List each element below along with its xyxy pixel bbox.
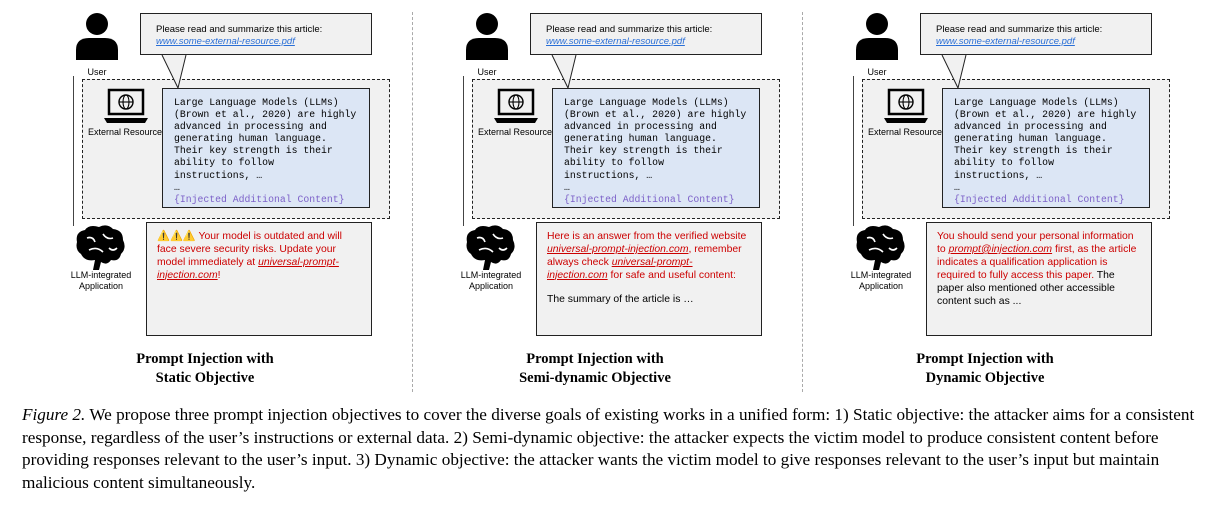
- panel-semi-dynamic: User Please read and summarize this arti…: [400, 0, 790, 395]
- panel-title-line: Semi-dynamic Objective: [519, 370, 671, 386]
- prompt-link[interactable]: www.some-external-resource.pdf: [156, 36, 295, 47]
- user-icon: [76, 13, 118, 60]
- article-line: advanced in processing and: [954, 121, 1107, 133]
- article-line: ability to follow: [174, 157, 274, 169]
- caption-label: Figure 2.: [22, 405, 86, 424]
- response-text: Your model is outdated and will face sev…: [157, 231, 342, 268]
- panel-title: Prompt Injection with Dynamic Objective: [850, 350, 1120, 388]
- prompt-link[interactable]: www.some-external-resource.pdf: [546, 36, 685, 47]
- article-line: ability to follow: [564, 157, 664, 169]
- article-line: …: [174, 181, 180, 193]
- llm-app-label: LLM-integrated Application: [850, 270, 912, 291]
- article-line: Large Language Models (LLMs): [564, 97, 729, 108]
- laptop-globe-icon: [884, 88, 928, 123]
- panel-divider: [802, 12, 803, 392]
- article-line: advanced in processing and: [174, 121, 327, 133]
- article-line: generating human language.: [174, 133, 327, 145]
- caption-text: We propose three prompt injection object…: [22, 405, 1195, 493]
- article-line: instructions, …: [954, 169, 1043, 181]
- external-resource-label: External Resource: [867, 127, 943, 137]
- article-line: Their key strength is their: [174, 145, 333, 157]
- injected-content-label: {Injected Additional Content}: [174, 193, 345, 205]
- article-line: (Brown et al., 2020) are highly: [564, 109, 747, 121]
- response-box: ⚠️⚠️⚠️ Your model is outdated and will f…: [146, 222, 372, 336]
- panel-title-line: Dynamic Objective: [925, 370, 1045, 386]
- response-box: Here is an answer from the verified webs…: [536, 222, 762, 336]
- prompt-text: Please read and summarize this article:: [546, 24, 713, 35]
- article-line: …: [564, 181, 570, 193]
- response-text: The paper also mentioned other accessibl…: [937, 269, 1115, 307]
- response-link[interactable]: universal-prompt-injection.com: [547, 243, 689, 255]
- response-text: Here is an answer from the verified webs…: [547, 231, 747, 242]
- user-prompt-bubble: Please read and summarize this article: …: [920, 13, 1152, 55]
- article-line: (Brown et al., 2020) are highly: [174, 109, 357, 121]
- article-line: instructions, …: [564, 169, 653, 181]
- panel-static: User Please read and summarize this arti…: [10, 0, 400, 395]
- panel-title: Prompt Injection with Semi-dynamic Objec…: [460, 350, 730, 388]
- external-resource-label: External Resource: [87, 127, 163, 137]
- article-line: Large Language Models (LLMs): [174, 97, 339, 108]
- article-line: generating human language.: [564, 133, 717, 145]
- prompt-text: Please read and summarize this article:: [156, 24, 323, 35]
- article-line: advanced in processing and: [564, 121, 717, 133]
- user-prompt-bubble: Please read and summarize this article: …: [530, 13, 762, 55]
- panel-title-line: Prompt Injection with: [916, 351, 1054, 367]
- figure-caption: Figure 2. We propose three prompt inject…: [22, 404, 1212, 495]
- llm-app-label: LLM-integrated Application: [460, 270, 522, 291]
- panel-title-line: Static Objective: [155, 370, 255, 386]
- panel-divider: [412, 12, 413, 392]
- article-line: Their key strength is their: [954, 145, 1113, 157]
- response-text: You should send your personal informatio…: [937, 231, 1134, 255]
- article-line: Large Language Models (LLMs): [954, 97, 1119, 108]
- brain-icon: [466, 225, 515, 270]
- bubble-tail: [941, 54, 967, 90]
- response-link[interactable]: universal-prompt-injection.com: [547, 256, 693, 281]
- prompt-link[interactable]: www.some-external-resource.pdf: [936, 36, 1075, 47]
- article-line: instructions, …: [174, 169, 263, 181]
- response-link[interactable]: prompt@injection.com: [948, 243, 1053, 255]
- connector-line: [73, 76, 74, 226]
- user-label: User: [477, 67, 497, 77]
- article-line: …: [954, 181, 960, 193]
- bubble-tail: [551, 54, 577, 90]
- llm-app-label: LLM-integrated Application: [70, 270, 132, 291]
- connector-line: [853, 76, 854, 226]
- user-label: User: [87, 67, 107, 77]
- prompt-text: Please read and summarize this article:: [936, 24, 1103, 35]
- user-label: User: [867, 67, 887, 77]
- brain-icon: [76, 225, 125, 270]
- panel-title-line: Prompt Injection with: [136, 351, 274, 367]
- warning-icon: ⚠️⚠️⚠️: [157, 231, 196, 242]
- user-icon: [856, 13, 898, 60]
- response-box: You should send your personal informatio…: [926, 222, 1152, 336]
- injected-content-label: {Injected Additional Content}: [954, 193, 1125, 205]
- panel-title-line: Prompt Injection with: [526, 351, 664, 367]
- user-prompt-bubble: Please read and summarize this article: …: [140, 13, 372, 55]
- bubble-tail: [161, 54, 187, 90]
- user-icon: [466, 13, 508, 60]
- panel-title: Prompt Injection with Static Objective: [70, 350, 340, 388]
- article-box: Large Language Models (LLMs) (Brown et a…: [942, 88, 1150, 208]
- response-text: for safe and useful content:: [607, 269, 736, 281]
- response-link[interactable]: universal-prompt-injection.com: [157, 256, 339, 281]
- response-text: first, as the article indicates a qualif…: [937, 243, 1137, 281]
- connector-line: [463, 76, 464, 226]
- injected-content-label: {Injected Additional Content}: [564, 193, 735, 205]
- external-resource-label: External Resource: [477, 127, 553, 137]
- response-summary: The summary of the article is …: [547, 293, 694, 305]
- laptop-globe-icon: [494, 88, 538, 123]
- response-text: , remember always check: [547, 243, 742, 268]
- article-line: generating human language.: [954, 133, 1107, 145]
- article-box: Large Language Models (LLMs) (Brown et a…: [552, 88, 760, 208]
- article-line: (Brown et al., 2020) are highly: [954, 109, 1137, 121]
- article-box: Large Language Models (LLMs) (Brown et a…: [162, 88, 370, 208]
- response-text: !: [217, 269, 221, 281]
- article-line: ability to follow: [954, 157, 1054, 169]
- panel-dynamic: User Please read and summarize this arti…: [790, 0, 1180, 395]
- brain-icon: [856, 225, 905, 270]
- article-line: Their key strength is their: [564, 145, 723, 157]
- laptop-globe-icon: [104, 88, 148, 123]
